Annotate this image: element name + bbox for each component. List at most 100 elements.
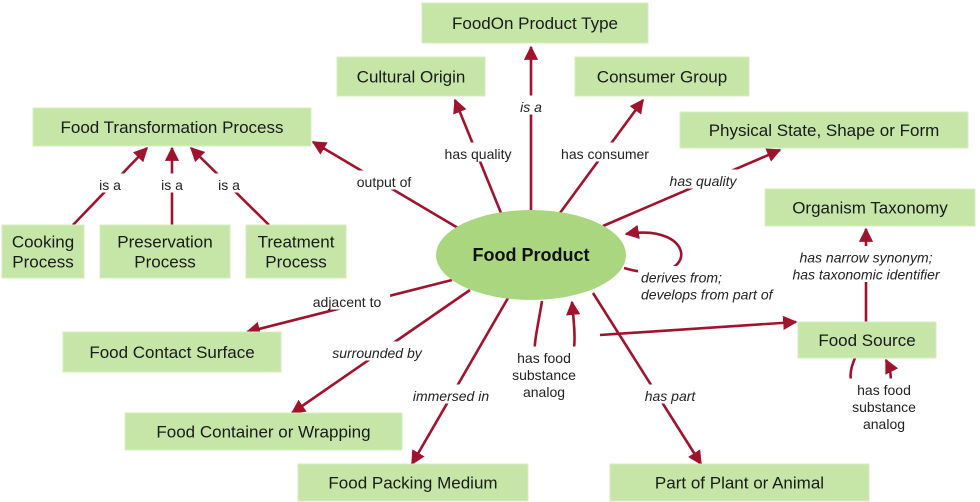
node-label-line: Physical State, Shape or Form [709, 121, 940, 140]
node-label-food-product: Food Product [473, 245, 590, 265]
node-box [124, 412, 403, 451]
edge-label-is-a-preservation: is a [161, 177, 183, 193]
node-label-cultural-origin: Cultural Origin [357, 68, 466, 87]
edge-label-line: is a [520, 99, 542, 115]
node-cultural-origin[interactable]: Cultural Origin [336, 56, 486, 97]
edge-immersed-in [410, 297, 510, 466]
edge-label-line: develops from part of [641, 287, 775, 303]
edge-label-bg [848, 378, 920, 432]
edge-label-has-quality-state: has quality [670, 173, 738, 189]
node-organism-taxonomy[interactable]: Organism Taxonomy [764, 188, 976, 227]
edge-label-surrounded-by: surrounded by [332, 345, 423, 361]
node-food-container[interactable]: Food Container or Wrapping [124, 412, 403, 451]
edge-label-line: is a [218, 177, 240, 193]
edge-label-line: analog [863, 416, 905, 432]
edge-label-bg [154, 173, 190, 193]
node-label-line: Process [134, 253, 195, 272]
node-label-line: FoodOn Product Type [452, 14, 618, 33]
edge-has-part [591, 292, 703, 466]
edge-label-has-part: has part [645, 388, 697, 404]
node-box [1, 224, 85, 279]
node-food-transformation-process[interactable]: Food Transformation Process [32, 107, 312, 147]
node-box [574, 56, 750, 97]
edge-label-bg [434, 142, 522, 162]
node-label-physical-state: Physical State, Shape or Form [709, 121, 940, 140]
edge-label-taxonomy: has narrow synonym;has taxonomic identif… [792, 250, 940, 283]
edge-label-is-a-type: is a [520, 99, 542, 115]
node-food-product[interactable] [436, 210, 626, 300]
edge-label-bg [775, 246, 957, 282]
node-box [245, 224, 347, 279]
node-food-contact-surface[interactable]: Food Contact Surface [62, 331, 282, 373]
edge-label-line: immersed in [413, 388, 489, 404]
node-box [797, 321, 937, 359]
edge-label-line: surrounded by [332, 345, 423, 361]
node-food-packing-medium[interactable]: Food Packing Medium [297, 463, 529, 502]
edge-label-line: analog [523, 384, 565, 400]
edge-label-bg [513, 95, 549, 115]
edge-label-bg [638, 266, 798, 302]
edge-label-bg [348, 170, 420, 190]
edge-label-bg [92, 173, 128, 193]
node-label-consumer-group: Consumer Group [597, 68, 727, 87]
node-box [99, 224, 231, 279]
node-label-line: Food Packing Medium [328, 474, 497, 493]
node-label-line: Organism Taxonomy [792, 199, 948, 218]
node-box [62, 331, 282, 373]
edge-label-bg [211, 173, 247, 193]
edge-label-line: is a [99, 177, 121, 193]
node-label-line: Part of Plant or Animal [655, 474, 824, 493]
edge-label-bg [558, 142, 652, 162]
node-label-line: Food Container or Wrapping [156, 423, 370, 442]
edge-label-line: has narrow synonym; [799, 250, 932, 266]
node-label-line: Process [12, 253, 73, 272]
node-part-of-plant[interactable]: Part of Plant or Animal [609, 463, 870, 502]
node-consumer-group[interactable]: Consumer Group [574, 56, 750, 97]
edge-label-derives-from: derives from;develops from part of [641, 270, 775, 303]
node-label-line: Cultural Origin [357, 68, 466, 87]
node-label-line: Food Contact Surface [89, 343, 254, 362]
node-box [421, 2, 649, 44]
node-label-line: Treatment [258, 233, 335, 252]
node-label-part-of-plant: Part of Plant or Animal [655, 474, 824, 493]
edge-label-line: has consumer [561, 146, 649, 162]
node-box [32, 107, 312, 147]
edge-label-line: substance [852, 399, 916, 415]
edge-label-line: has quality [670, 173, 738, 189]
edge-label-adjacent-to: adjacent to [313, 294, 382, 310]
edge-label-line: output of [357, 174, 412, 190]
node-food-source[interactable]: Food Source [797, 321, 937, 359]
node-box [336, 56, 486, 97]
node-label-line: Cooking [12, 233, 74, 252]
node-label-food-packing-medium: Food Packing Medium [328, 474, 497, 493]
edge-label-bg [659, 169, 747, 189]
edge-label-line: adjacent to [313, 294, 382, 310]
node-label-line: Process [265, 253, 326, 272]
edge-label-has-consumer: has consumer [561, 146, 649, 162]
node-box [764, 188, 976, 227]
edge-label-immersed-in: immersed in [413, 388, 489, 404]
node-foodon-product-type[interactable]: FoodOn Product Type [421, 2, 649, 44]
edge-label-line: derives from; [641, 270, 722, 286]
node-label-food-source: Food Source [818, 331, 915, 350]
node-label-line: Preservation [117, 233, 212, 252]
edge-derives-from [599, 315, 798, 337]
edge-label-is-a-treatment: is a [218, 177, 240, 193]
edge-label-bg [637, 384, 703, 404]
node-label-food-transformation-process: Food Transformation Process [61, 118, 284, 137]
node-physical-state[interactable]: Physical State, Shape or Form [679, 111, 969, 149]
edge-label-has-quality-origin: has quality [445, 146, 512, 162]
node-label-organism-taxonomy: Organism Taxonomy [792, 199, 948, 218]
node-label-foodon-product-type: FoodOn Product Type [452, 14, 618, 33]
edge-label-line: has quality [445, 146, 512, 162]
node-box [679, 111, 969, 149]
edge-label-bg [508, 346, 580, 400]
edge-label-bg [407, 384, 495, 404]
edge-label-output-of: output of [357, 174, 412, 190]
